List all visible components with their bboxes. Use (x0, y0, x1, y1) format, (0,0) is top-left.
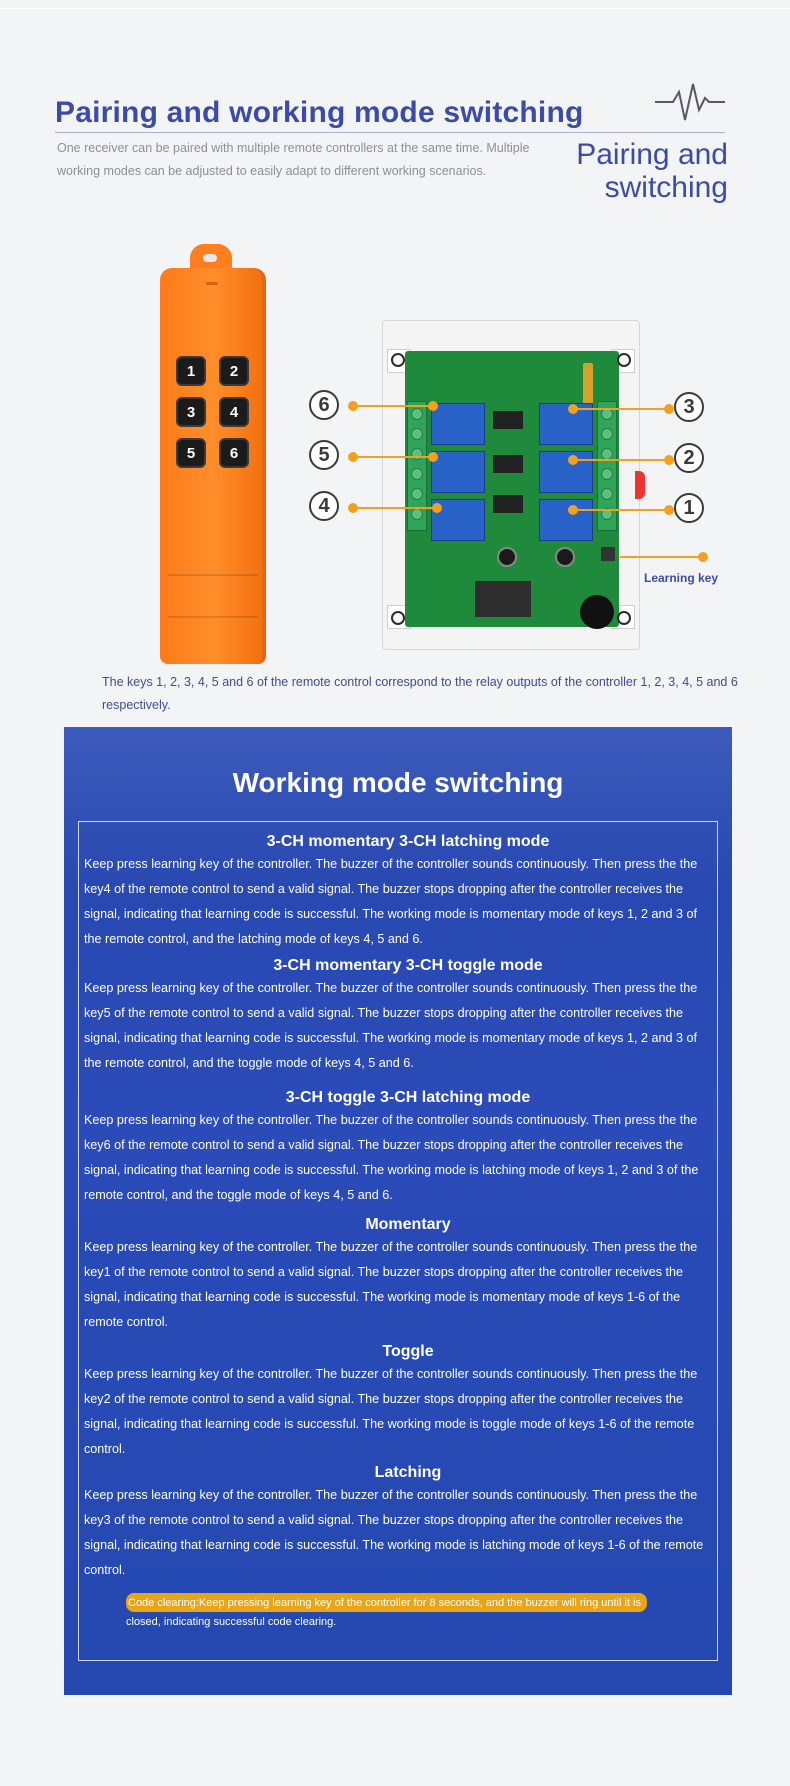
remote-key-1: 1 (176, 356, 206, 386)
callout-dot (664, 505, 674, 515)
callout-dot (348, 452, 358, 462)
remote-key-4: 4 (219, 397, 249, 427)
callout-dot (428, 401, 438, 411)
callout-dot (698, 552, 708, 562)
mode-description: Keep press learning key of the controlle… (84, 1488, 704, 1577)
mode-description: Keep press learning key of the controlle… (84, 1367, 698, 1456)
callout-line (352, 405, 432, 407)
relay-5 (431, 451, 485, 493)
callout-dot (568, 455, 578, 465)
antenna-connector (583, 363, 593, 405)
callout-line (352, 507, 436, 509)
callout-1: 1 (674, 493, 704, 523)
remote-led (206, 282, 218, 285)
remote-body (160, 268, 266, 664)
callout-line (572, 509, 668, 511)
panel-title: Working mode switching (232, 767, 564, 798)
callout-dot (348, 401, 358, 411)
learning-key-label: Learning key (644, 571, 719, 585)
code-clearing-highlight: Code clearing:Keep pressing learning key… (126, 1593, 647, 1612)
page-subtitle: One receiver can be paired with multiple… (57, 141, 530, 178)
callout-dot (664, 455, 674, 465)
side-tab (635, 471, 645, 499)
callout-5: 5 (309, 440, 339, 470)
mode-heading: Momentary (365, 1216, 451, 1233)
mode-section: Toggle Keep press learning key of the co… (82, 1342, 714, 1462)
callout-2: 2 (674, 443, 704, 473)
page-title: Pairing and working mode switching (55, 96, 584, 129)
remote-groove (168, 574, 258, 576)
mode-section: Latching Keep press learning key of the … (82, 1463, 714, 1583)
callout-line (572, 459, 668, 461)
mode-heading: 3-CH momentary 3-CH latching mode (266, 833, 550, 850)
top-divider (0, 8, 790, 9)
learning-key-button (601, 547, 615, 561)
buzzer (580, 595, 614, 629)
callout-dot (664, 404, 674, 414)
panel-frame: 3-CH momentary 3-CH latching mode Keep p… (78, 821, 718, 1661)
working-mode-panel: Working mode switching 3-CH momentary 3-… (64, 727, 732, 1695)
screw (617, 611, 631, 625)
capacitor (497, 547, 517, 567)
side-title: Pairing and switching (576, 138, 728, 204)
power-module (475, 581, 531, 617)
callout-dot (348, 503, 358, 513)
learning-key-callout-line (620, 556, 702, 558)
mode-heading: 3-CH momentary 3-CH toggle mode (273, 957, 543, 974)
mode-heading: Toggle (382, 1343, 434, 1360)
callout-line (572, 408, 668, 410)
chip (493, 455, 523, 473)
chip (493, 411, 523, 429)
code-clearing-continuation: closed, indicating successful code clear… (126, 1616, 337, 1628)
terminal-block-right (597, 401, 617, 531)
mode-section: 3-CH toggle 3-CH latching mode Keep pres… (82, 1088, 714, 1208)
mode-description: Keep press learning key of the controlle… (84, 1113, 699, 1202)
callout-line (352, 456, 432, 458)
screw (391, 611, 405, 625)
key-mapping-caption: The keys 1, 2, 3, 4, 5 and 6 of the remo… (102, 675, 738, 712)
chip (493, 495, 523, 513)
callout-dot (568, 404, 578, 414)
screw (391, 353, 405, 367)
mode-description: Keep press learning key of the controlle… (84, 981, 698, 1070)
callout-dot (428, 452, 438, 462)
callout-dot (568, 505, 578, 515)
mode-section: Momentary Keep press learning key of the… (82, 1215, 714, 1335)
remote-hanging-hole (203, 254, 217, 262)
remote-key-3: 3 (176, 397, 206, 427)
relay-1 (539, 499, 593, 541)
relay-3 (539, 403, 593, 445)
relay-controller (382, 320, 645, 650)
remote-key-6: 6 (219, 438, 249, 468)
mode-description: Keep press learning key of the controlle… (84, 1240, 698, 1329)
screw (617, 353, 631, 367)
relay-6 (431, 403, 485, 445)
mode-heading: 3-CH toggle 3-CH latching mode (285, 1089, 531, 1106)
panel-background (64, 727, 732, 887)
remote-control: 1 2 3 4 5 6 (158, 244, 268, 664)
mode-section: 3-CH momentary 3-CH latching mode Keep p… (82, 832, 714, 952)
code-clearing-note: Code clearing:Keep pressing learning key… (126, 1593, 686, 1632)
mode-description: Keep press learning key of the controlle… (84, 857, 698, 946)
callout-3: 3 (674, 392, 704, 422)
side-title-line-2: switching (604, 171, 728, 204)
capacitor (555, 547, 575, 567)
remote-groove (168, 616, 258, 618)
callout-6: 6 (309, 390, 339, 420)
remote-key-2: 2 (219, 356, 249, 386)
title-divider (55, 132, 725, 133)
circuit-board (405, 351, 619, 629)
side-title-line-1: Pairing and (576, 138, 728, 171)
relay-2 (539, 451, 593, 493)
heartbeat-icon (655, 83, 725, 121)
terminal-block-left (407, 401, 427, 531)
callout-4: 4 (309, 491, 339, 521)
mode-heading: Latching (374, 1464, 442, 1481)
remote-key-5: 5 (176, 438, 206, 468)
mode-section: 3-CH momentary 3-CH toggle mode Keep pre… (82, 956, 714, 1076)
callout-dot (432, 503, 442, 513)
